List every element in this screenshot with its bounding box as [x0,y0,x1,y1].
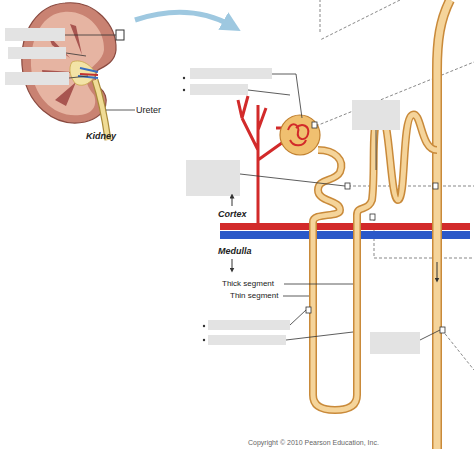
blank-label-box [190,68,272,79]
dashed-leader [442,330,474,370]
callout-marker [370,214,375,220]
figure-label: Kidney [86,132,116,141]
blank-label-box [208,335,286,345]
renal-vessel [80,74,98,75]
leader-line [284,284,353,285]
part-label: Thick segment [222,280,274,288]
leader-line [106,110,135,111]
blank-label-box [352,100,400,130]
callout-marker [312,122,317,128]
bullet-dot [183,77,185,79]
blank-label-box [8,47,66,59]
callout-marker [440,327,445,333]
blank-label-box [190,84,248,95]
leader-line [66,53,86,56]
leader-line [290,310,306,325]
dashed-leader [320,0,321,32]
callout-marker [345,183,350,189]
blank-label-box [370,332,420,354]
callout-marker [433,183,438,189]
blank-label-box [5,28,65,41]
renal-cortex [31,12,104,115]
copyright-note: Copyright © 2010 Pearson Education, Inc. [248,439,379,446]
flow-arrow [437,262,438,280]
bullet-dot [203,339,205,341]
blank-label-box [5,72,69,85]
bullet-dot [183,89,185,91]
dashed-leader [320,0,400,40]
blank-label-box [208,320,290,330]
region-label: Medulla [218,247,252,256]
leader-line [376,130,377,170]
renal-tubule [313,115,437,410]
leader-line [65,35,116,36]
part-label: Thin segment [230,292,278,300]
bullet-dot [203,325,205,327]
collecting-duct [437,0,450,449]
dashed-leader [348,186,474,187]
leader-line [286,332,353,340]
callout-marker [306,307,311,313]
collecting-duct [437,0,450,449]
leader-line [420,330,440,340]
region-arrow [232,259,233,270]
glomerular-capsule [280,115,320,155]
glomerulus [288,124,308,145]
leader-line [283,296,309,297]
zoom-marker [116,30,124,40]
leader-line [240,174,345,186]
blank-label-box [186,160,240,196]
region-arrow [232,196,233,206]
arteriole [238,96,290,223]
leader-line [272,74,302,118]
leader-line [69,76,88,78]
leader-line [248,90,290,95]
part-label: Ureter [136,106,161,115]
renal-tubule [313,115,437,410]
zoom-arrow [135,12,232,26]
region-label: Cortex [218,210,247,219]
